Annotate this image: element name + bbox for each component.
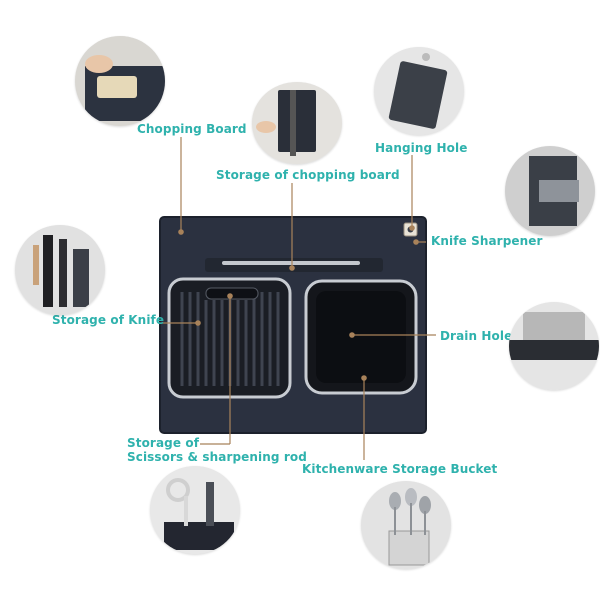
label-knife-sharpener: Knife Sharpener	[431, 234, 543, 248]
scissors-slot	[205, 287, 259, 300]
knife-sharpener-photo-icon	[505, 146, 595, 236]
label-storage-scissors: Storage of Scissors & sharpening rod	[127, 436, 307, 464]
label-hanging-hole: Hanging Hole	[375, 141, 468, 155]
label-storage-knife: Storage of Knife	[52, 313, 165, 327]
drain-hole-photo-icon	[509, 302, 599, 390]
chopping-board-photo-icon	[75, 36, 165, 126]
storage-scissors-photo-icon	[150, 466, 240, 554]
label-drain-hole: Drain Hole	[440, 329, 513, 343]
label-kitchenware-bucket: Kitchenware Storage Bucket	[302, 462, 498, 476]
label-chopping-board: Chopping Board	[137, 122, 247, 136]
kitchenware-bucket-photo-icon	[361, 481, 451, 569]
metal-rod	[222, 261, 360, 265]
label-storage-chopping-board: Storage of chopping board	[216, 168, 400, 182]
storage-knife-photo-icon	[15, 225, 105, 315]
storage-chopping-board-photo-icon	[252, 82, 342, 164]
hanging-hole-photo-icon	[374, 47, 464, 135]
